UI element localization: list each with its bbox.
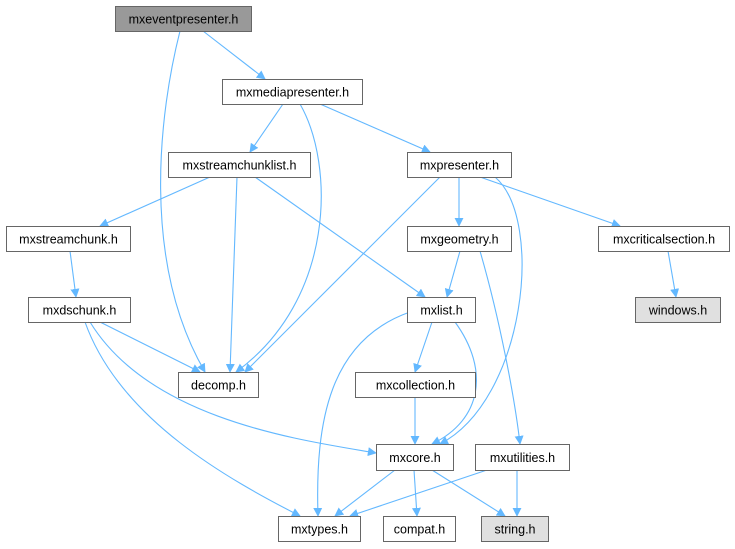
edge-mxpresenter-to-mxcriticalsection — [479, 176, 621, 228]
node-label: mxpresenter.h — [420, 159, 499, 173]
node-mxeventpresenter: mxeventpresenter.h — [115, 6, 252, 32]
edge-mxpresenter-to-decomp — [244, 176, 441, 373]
edge-mxstreamchunklist-to-mxlist — [254, 176, 426, 298]
node-box — [635, 297, 721, 323]
edge-mxmediapresenter-to-mxpresenter — [319, 103, 431, 153]
node-label: mxstreamchunk.h — [19, 233, 118, 247]
node-label: mxlist.h — [420, 304, 462, 318]
edge-mxgeometry-to-mxutilities — [479, 250, 524, 445]
node-label: decomp.h — [191, 379, 246, 393]
node-label: windows.h — [648, 304, 707, 318]
node-box — [28, 297, 131, 323]
edge-mxstreamchunk-to-mxdschunk — [69, 250, 80, 298]
node-string: string.h — [481, 516, 549, 542]
node-label: mxcollection.h — [376, 379, 455, 393]
node-label: mxdschunk.h — [43, 304, 117, 318]
node-mxcore[interactable]: mxcore.h — [376, 444, 454, 471]
node-box — [168, 152, 311, 178]
edge-mxstreamchunklist-to-decomp — [225, 176, 238, 373]
node-label: mxmediapresenter.h — [236, 86, 349, 100]
node-label: compat.h — [394, 523, 445, 537]
edge-mxutilities-to-mxtypes — [349, 469, 488, 518]
node-label: mxcore.h — [389, 451, 440, 465]
node-box — [115, 6, 252, 32]
edge-mxdschunk-to-decomp — [99, 321, 201, 373]
node-mxstreamchunklist[interactable]: mxstreamchunklist.h — [168, 152, 311, 178]
edge-mxlist-to-mxcollection — [413, 321, 433, 373]
node-box — [355, 372, 476, 398]
edge-mxdschunk-to-mxtypes — [84, 321, 301, 517]
node-box — [178, 372, 259, 398]
node-label: string.h — [495, 523, 536, 537]
node-label: mxutilities.h — [490, 451, 555, 465]
edge-mxstreamchunklist-to-mxstreamchunk — [99, 176, 211, 227]
node-box — [475, 444, 570, 471]
node-mxmediapresenter[interactable]: mxmediapresenter.h — [222, 79, 363, 105]
node-box — [407, 226, 512, 252]
node-mxpresenter[interactable]: mxpresenter.h — [407, 152, 512, 178]
node-mxcollection[interactable]: mxcollection.h — [355, 372, 476, 398]
edge-mxeventpresenter-to-mxmediapresenter — [202, 30, 266, 80]
node-decomp[interactable]: decomp.h — [178, 372, 259, 398]
edge-mxcore-to-mxtypes — [334, 469, 396, 517]
edge-mxcore-to-string — [431, 469, 506, 517]
node-box — [407, 152, 512, 178]
edge-mxmediapresenter-to-decomp — [235, 103, 322, 373]
node-label: mxstreamchunklist.h — [183, 159, 297, 173]
node-box — [383, 516, 456, 542]
node-mxstreamchunk[interactable]: mxstreamchunk.h — [6, 226, 131, 252]
node-mxcriticalsection[interactable]: mxcriticalsection.h — [598, 226, 730, 252]
node-windows: windows.h — [635, 297, 721, 323]
node-box — [278, 516, 361, 542]
edge-mxlist-to-mxtypes — [313, 311, 411, 517]
edge-mxgeometry-to-mxlist — [444, 250, 461, 298]
node-label: mxeventpresenter.h — [129, 13, 239, 27]
node-box — [6, 226, 131, 252]
node-label: mxcriticalsection.h — [613, 233, 715, 247]
node-box — [407, 297, 476, 323]
node-label: mxgeometry.h — [420, 233, 498, 247]
node-compat[interactable]: compat.h — [383, 516, 456, 542]
node-box — [481, 516, 549, 542]
edge-mxdschunk-to-mxcore — [89, 321, 377, 457]
node-box — [222, 79, 363, 105]
node-mxlist[interactable]: mxlist.h — [407, 297, 476, 323]
node-mxutilities[interactable]: mxutilities.h — [475, 444, 570, 471]
node-mxdschunk[interactable]: mxdschunk.h — [28, 297, 131, 323]
node-box — [376, 444, 454, 471]
node-label: mxtypes.h — [291, 523, 348, 537]
edge-mxcriticalsection-to-windows — [667, 250, 680, 298]
edge-mxeventpresenter-to-decomp — [160, 30, 206, 373]
edge-mxpresenter-to-mxcore — [439, 176, 523, 445]
node-mxtypes[interactable]: mxtypes.h — [278, 516, 361, 542]
node-mxgeometry[interactable]: mxgeometry.h — [407, 226, 512, 252]
edge-mxcore-to-compat — [411, 469, 421, 517]
node-box — [598, 226, 730, 252]
edge-mxmediapresenter-to-mxstreamchunklist — [249, 103, 284, 153]
